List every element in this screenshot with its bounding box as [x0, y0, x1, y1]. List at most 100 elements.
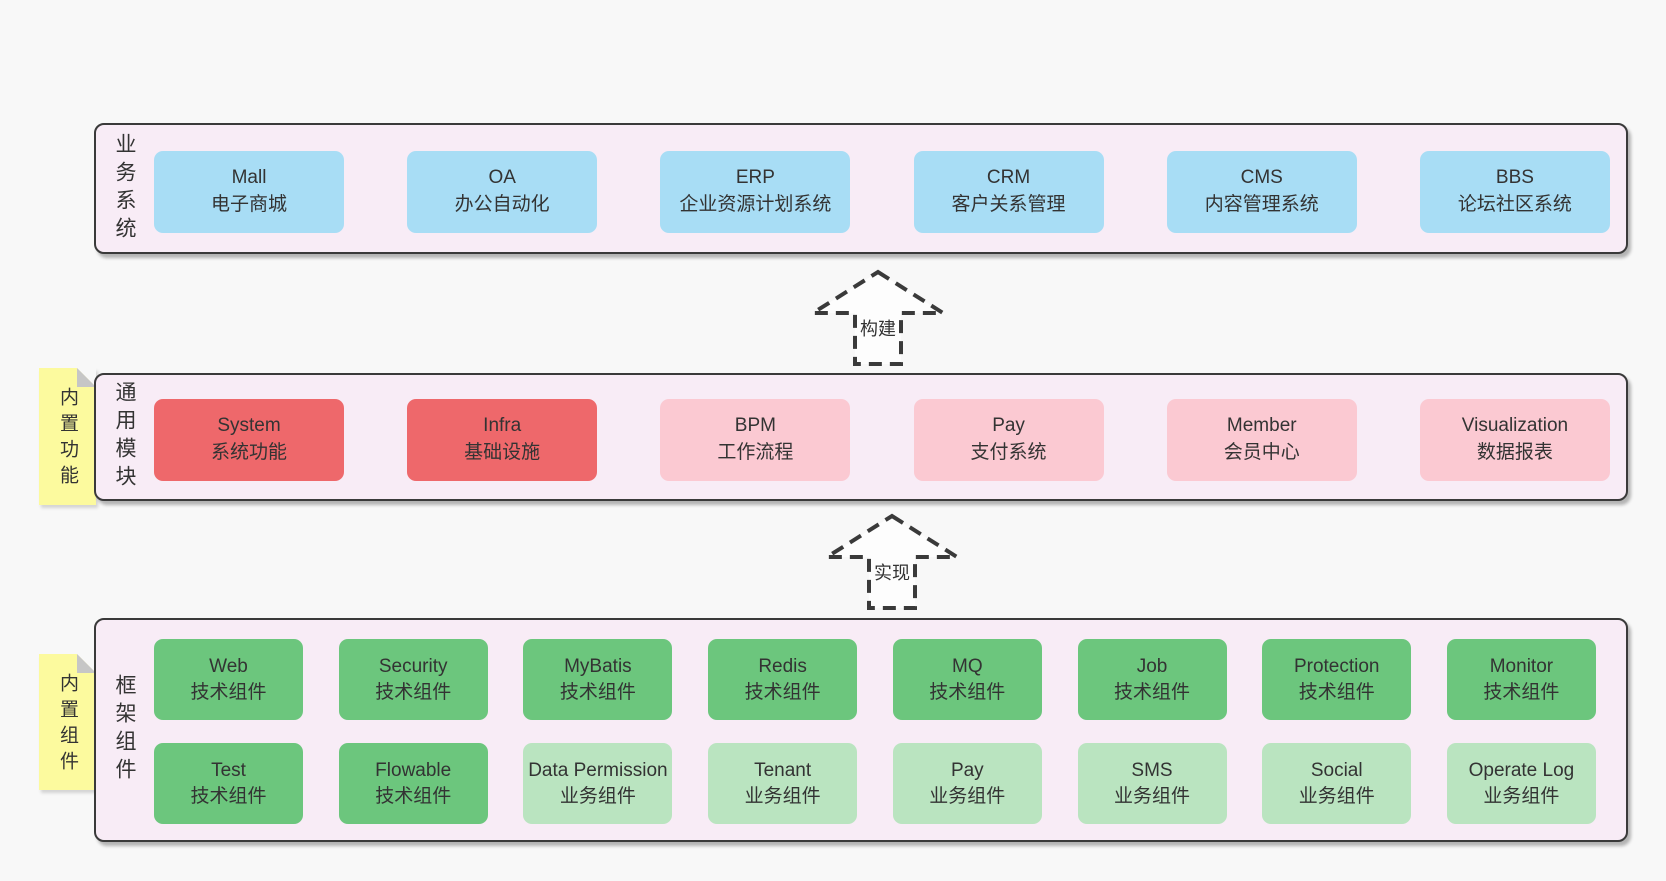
box-title: MQ	[952, 656, 983, 678]
box-bpm: BPM 工作流程	[660, 399, 851, 481]
box-job: Job 技术组件	[1077, 639, 1227, 720]
box-protection: Protection 技术组件	[1262, 639, 1412, 720]
box-title: Web	[209, 656, 248, 678]
box-subtitle: 技术组件	[1298, 681, 1375, 703]
box-subtitle: 业务组件	[929, 785, 1006, 807]
box-subtitle: 技术组件	[190, 681, 267, 703]
box-title: ERP	[735, 167, 775, 189]
implement-arrow: 实现	[824, 513, 960, 611]
box-subtitle: 数据报表	[1476, 442, 1553, 463]
box-title: Monitor	[1489, 656, 1554, 678]
box-system: System 系统功能	[154, 399, 344, 481]
business-box-row: Mall 电子商城 OA 办公自动化 ERP 企业资源计划系统 CRM 客户关系管理 CMS 内容…	[154, 151, 1610, 233]
box-security: Security 技术组件	[338, 639, 488, 720]
box-title: Job	[1136, 656, 1168, 678]
common-modules-panel: 通用模块 System 系统功能 Infra 基础设施 BPM 工作流程 Pay 支付系统 Me…	[94, 373, 1628, 501]
box-title: SMS	[1131, 760, 1173, 782]
box-subtitle: 客户关系管理	[951, 194, 1066, 215]
box-subtitle: 技术组件	[1114, 681, 1191, 703]
box-title: Redis	[758, 656, 807, 678]
box-redis: Redis 技术组件	[708, 639, 858, 720]
box-title: Test	[211, 760, 246, 782]
box-subtitle: 会员中心	[1223, 442, 1300, 463]
box-title: Social	[1310, 760, 1363, 782]
box-subtitle: 业务组件	[744, 785, 821, 807]
box-subtitle: 技术组件	[190, 785, 267, 807]
business-systems-panel: 业务系统 Mall 电子商城 OA 办公自动化 ERP 企业资源计划系统 CRM 客户关系管理…	[94, 123, 1628, 254]
box-cms: CMS 内容管理系统	[1166, 151, 1357, 233]
box-subtitle: 工作流程	[717, 442, 794, 463]
box-subtitle: 企业资源计划系统	[679, 194, 832, 215]
sticky-note-built-in-components: 内置组件	[39, 654, 96, 790]
box-pay: Pay 支付系统	[913, 399, 1104, 481]
arrow-label-build: 构建	[857, 315, 899, 341]
box-subtitle: 业务组件	[1298, 785, 1375, 807]
sticky-note-label: 内置功能	[57, 387, 78, 492]
box-flowable: Flowable 技术组件	[338, 743, 488, 824]
box-oa: OA 办公自动化	[407, 151, 598, 233]
box-member: Member 会员中心	[1166, 399, 1357, 481]
sticky-note-label: 内置组件	[57, 672, 78, 777]
box-title: OA	[488, 167, 516, 189]
box-title: Data Permission	[528, 760, 668, 782]
box-infra: Infra 基础设施	[407, 399, 598, 481]
sticky-note-built-in-features: 内置功能	[39, 368, 96, 505]
box-subtitle: 业务组件	[1114, 785, 1191, 807]
box-subtitle: 技术组件	[744, 681, 821, 703]
box-mq: MQ 技术组件	[892, 639, 1042, 720]
box-title: Flowable	[375, 760, 452, 782]
box-subtitle: 技术组件	[1483, 681, 1560, 703]
box-subtitle: 业务组件	[559, 785, 636, 807]
box-subtitle: 技术组件	[559, 681, 636, 703]
box-subtitle: 论坛社区系统	[1457, 194, 1572, 215]
box-web: Web 技术组件	[154, 639, 303, 720]
box-subtitle: 业务组件	[1483, 785, 1560, 807]
box-subtitle: 技术组件	[375, 681, 452, 703]
panel-label-components: 框架组件	[113, 674, 136, 786]
box-visualization: Visualization 数据报表	[1419, 399, 1610, 481]
box-data-permission: Data Permission 业务组件	[523, 743, 673, 824]
box-title: Visualization	[1461, 415, 1569, 437]
box-sms: SMS 业务组件	[1077, 743, 1227, 824]
box-title: Tenant	[754, 760, 812, 782]
box-mall: Mall 电子商城	[154, 151, 344, 233]
box-test: Test 技术组件	[154, 743, 303, 824]
box-title: CRM	[986, 167, 1031, 189]
box-subtitle: 基础设施	[464, 442, 541, 463]
box-title: Mall	[231, 167, 267, 189]
box-title: CMS	[1240, 167, 1283, 189]
box-crm: CRM 客户关系管理	[913, 151, 1104, 233]
box-subtitle: 支付系统	[970, 442, 1047, 463]
box-tenant: Tenant 业务组件	[708, 743, 858, 824]
box-subtitle: 技术组件	[929, 681, 1006, 703]
box-erp: ERP 企业资源计划系统	[660, 151, 851, 233]
box-title: Member	[1226, 415, 1297, 437]
box-title: Security	[378, 656, 448, 678]
box-subtitle: 技术组件	[375, 785, 452, 807]
box-title: Protection	[1293, 656, 1380, 678]
box-title: BPM	[734, 415, 776, 437]
box-subtitle: 内容管理系统	[1204, 194, 1319, 215]
modules-box-row: System 系统功能 Infra 基础设施 BPM 工作流程 Pay 支付系统 Member 会…	[154, 399, 1610, 481]
arrow-label-implement: 实现	[871, 559, 913, 585]
box-subtitle: 办公自动化	[454, 194, 550, 215]
box-title: Pay	[992, 415, 1025, 437]
box-subtitle: 电子商城	[210, 194, 287, 215]
box-bbs: BBS 论坛社区系统	[1419, 151, 1610, 233]
box-subtitle: 系统功能	[210, 442, 287, 463]
box-title: Pay	[950, 760, 984, 782]
box-title: BBS	[1495, 167, 1534, 189]
build-arrow: 构建	[810, 269, 946, 367]
box-title: System	[217, 415, 281, 437]
box-social: Social 业务组件	[1262, 743, 1412, 824]
box-title: Infra	[483, 415, 522, 437]
box-monitor: Monitor 技术组件	[1446, 639, 1596, 720]
panel-label-modules: 通用模块	[113, 381, 136, 493]
panel-label-business: 业务系统	[113, 132, 136, 245]
